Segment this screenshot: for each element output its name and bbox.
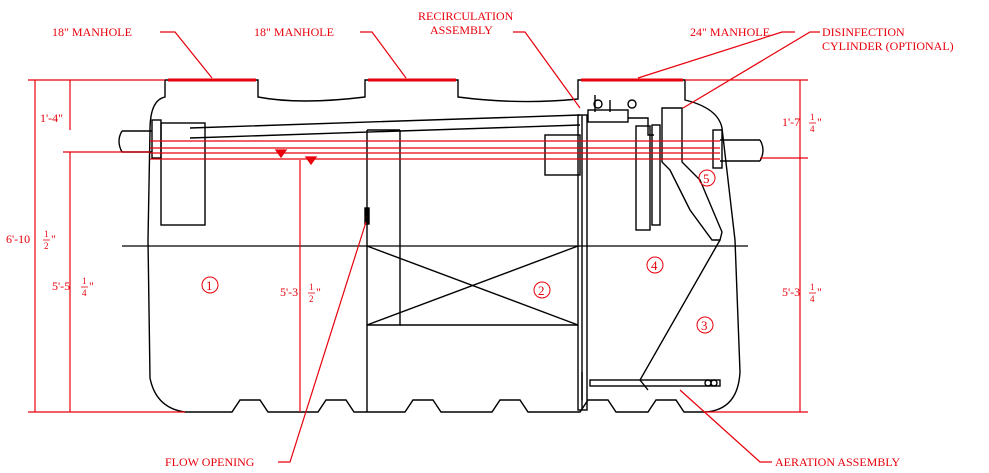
svg-text:4: 4	[82, 288, 87, 298]
chamber-1-marker: 1	[201, 276, 219, 294]
svg-text:6'-10: 6'-10	[6, 232, 30, 246]
svg-text:5: 5	[703, 171, 710, 186]
leader-lines	[160, 31, 820, 463]
chamber-5-marker: 5	[698, 169, 716, 187]
dim-left-total: 6'-10 1 2 "	[6, 229, 56, 251]
dim-left-height: 5'-5 1 4 "	[52, 276, 94, 298]
water-level-lines	[150, 140, 720, 166]
svg-text:1: 1	[44, 229, 49, 239]
svg-text:2: 2	[538, 283, 545, 298]
svg-text:5'-5: 5'-5	[52, 279, 70, 293]
recirculation-label-line1: RECIRCULATION	[418, 9, 514, 23]
svg-text:": "	[89, 279, 94, 293]
dimension-lines	[28, 79, 808, 413]
flow-opening-label: FLOW OPENING	[165, 455, 255, 469]
svg-text:4: 4	[810, 294, 815, 304]
chamber-2-marker: 2	[533, 281, 551, 299]
svg-text:2: 2	[309, 294, 314, 304]
svg-text:1: 1	[309, 282, 314, 292]
manhole-3-label: 24" MANHOLE	[690, 25, 770, 39]
chamber-3-marker: 3	[696, 316, 714, 334]
disinfection-label-line2: CYLINDER (OPTIONAL)	[822, 39, 954, 53]
dim-right-outlet-drop: 1'-7 1 4 "	[782, 112, 822, 134]
tank-outline	[118, 79, 764, 413]
svg-text:1: 1	[810, 112, 815, 122]
svg-text:1: 1	[82, 276, 87, 286]
dim-right-height: 5'-3 1 4 "	[782, 282, 822, 304]
svg-text:5'-3: 5'-3	[782, 285, 800, 299]
svg-text:": "	[51, 232, 56, 246]
dim-left-inlet-drop: 1'-4"	[40, 111, 63, 125]
svg-text:5'-3: 5'-3	[280, 285, 298, 299]
recirculation-label-line2: ASSEMBLY	[430, 23, 493, 37]
disinfection-label-line1: DISINFECTION	[822, 25, 905, 39]
svg-text:": "	[817, 285, 822, 299]
svg-text:3: 3	[701, 318, 708, 333]
svg-text:1: 1	[206, 278, 213, 293]
dim-center-height: 5'-3 1 2 "	[280, 282, 321, 304]
svg-text:2: 2	[44, 241, 49, 251]
manhole-2-label: 18" MANHOLE	[254, 25, 334, 39]
svg-text:": "	[817, 115, 822, 129]
svg-text:4: 4	[810, 124, 815, 134]
svg-text:1'-7: 1'-7	[782, 115, 800, 129]
aeration-assembly-label: AERATION ASSEMBLY	[775, 455, 900, 469]
svg-text:4: 4	[651, 258, 658, 273]
svg-text:1: 1	[810, 282, 815, 292]
chamber-4-marker: 4	[646, 256, 664, 274]
manhole-1-label: 18" MANHOLE	[52, 25, 132, 39]
svg-text:": "	[316, 285, 321, 299]
